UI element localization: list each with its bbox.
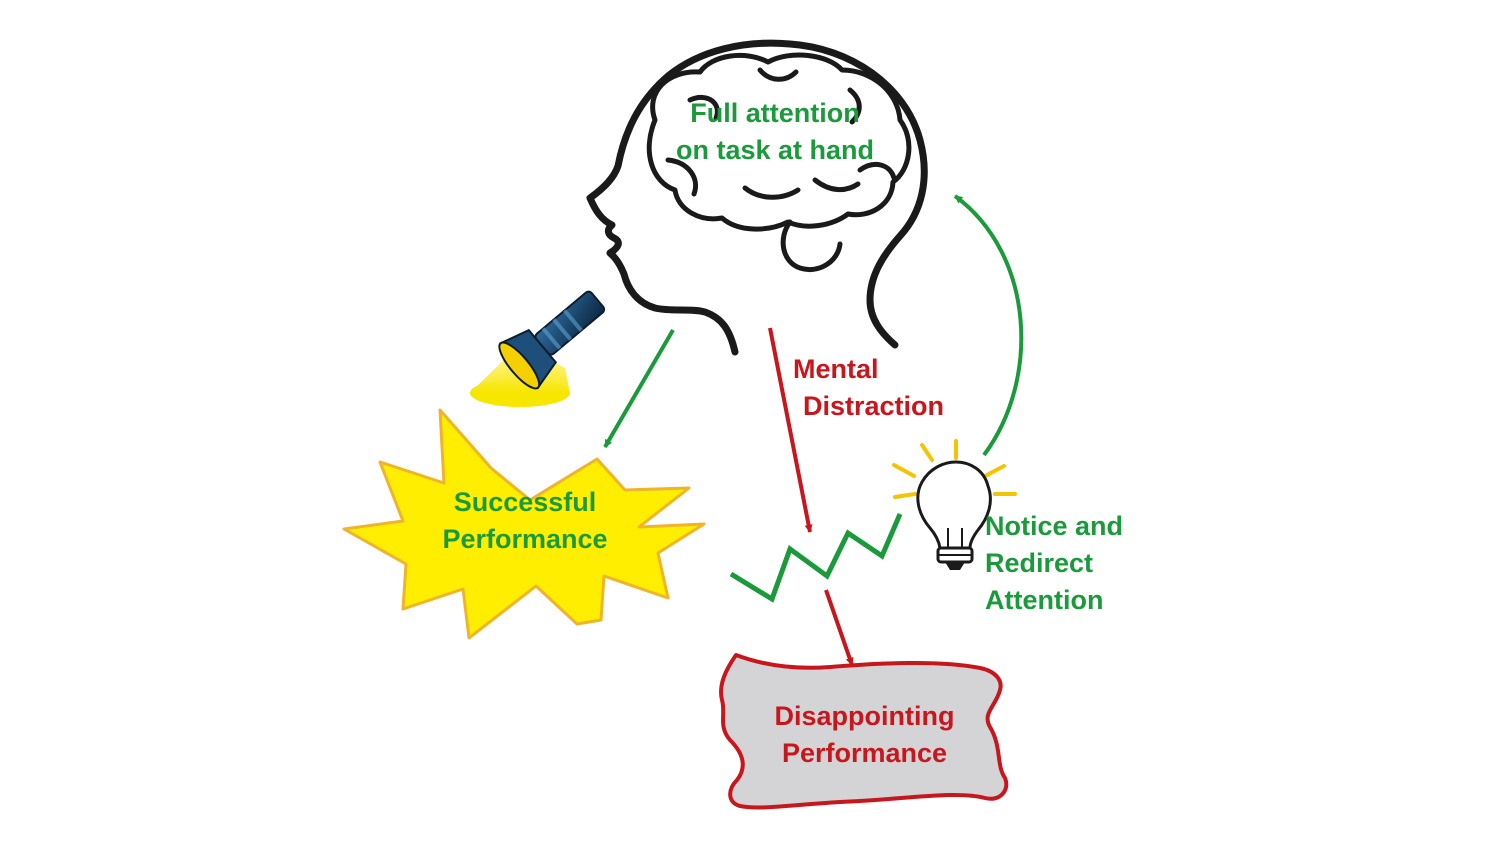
success-starburst (342, 408, 706, 640)
brain-fold-3 (847, 87, 862, 125)
failure-label: Disappointing Performance (742, 698, 987, 772)
brain-fold-7 (812, 177, 861, 192)
arrow-focus-to-success (603, 328, 675, 449)
brain-fold-4 (665, 157, 698, 197)
bulb-glass (916, 460, 992, 550)
focus-label-line2: on task at hand (675, 135, 875, 165)
brain-fold-1 (687, 94, 720, 121)
success-label: Successful Performance (410, 484, 640, 558)
brain-cerebellum (780, 219, 843, 272)
zigzag-line (729, 513, 903, 603)
arrow-zigzag-to-failure (824, 589, 854, 666)
brain-icon (646, 52, 912, 272)
flashlight-lens (498, 341, 541, 390)
redirect-label: Notice and Redirect Attention (985, 508, 1185, 619)
flashlight-body (534, 290, 606, 356)
head-outline (586, 39, 928, 356)
brain-fold-2 (757, 67, 799, 82)
distraction-label: Mental Distraction (793, 351, 993, 425)
light-bulb-icon (892, 439, 1017, 570)
distraction-label-line2: Distraction (803, 391, 945, 421)
brain-outline (646, 52, 912, 232)
flashlight-icon (470, 290, 606, 407)
head-profile (586, 39, 928, 356)
redirect-label-line1: Notice and (985, 511, 1124, 541)
distraction-label-line1: Mental (793, 354, 879, 384)
redirect-label-line2: Redirect (985, 548, 1094, 578)
redirect-label-line3: Attention (985, 585, 1104, 615)
brain-fold-6 (857, 161, 897, 181)
failure-label-line2: Performance (781, 738, 948, 768)
arrow-head-to-distraction (768, 327, 813, 533)
brain-fold-5 (742, 185, 801, 200)
focus-label: Full attention on task at hand (640, 95, 910, 169)
arrow-redirect-to-brain (953, 194, 1024, 457)
failure-scroll (719, 653, 1009, 810)
failure-label-line1: Disappointing (774, 701, 955, 731)
success-label-line1: Successful (453, 487, 597, 517)
focus-label-line1: Full attention (690, 98, 860, 128)
success-label-line2: Performance (442, 524, 608, 554)
